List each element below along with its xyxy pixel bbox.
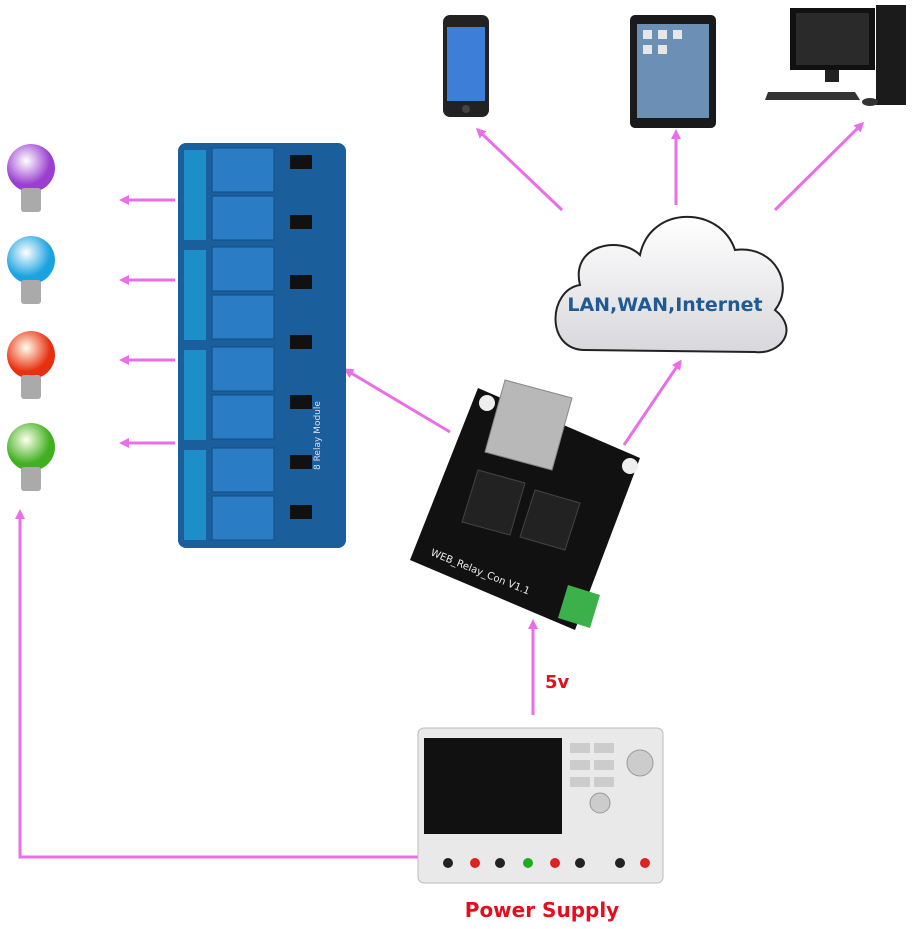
bulb-blue-icon — [7, 236, 55, 304]
tablet-icon — [630, 15, 716, 128]
desktop-computer-icon — [765, 5, 906, 106]
relay-module: 8 Relay Module — [178, 143, 346, 548]
power-supply-label: Power Supply — [464, 898, 620, 922]
cloud-label: LAN,WAN,Internet — [567, 294, 763, 316]
bulb-purple-icon — [7, 144, 55, 212]
voltage-label: 5v — [545, 672, 570, 693]
smartphone-icon — [443, 15, 489, 117]
bulb-green-icon — [7, 423, 55, 491]
connection-arrows — [15, 121, 865, 859]
relay-silkscreen: 8 Relay Module — [313, 401, 323, 470]
web-relay-controller-board: WEB_Relay_Con V1.1 — [410, 379, 640, 630]
light-bulbs — [7, 144, 55, 491]
cloud-icon — [554, 215, 788, 354]
bulb-red-icon — [7, 331, 55, 399]
power-supply — [417, 727, 664, 884]
